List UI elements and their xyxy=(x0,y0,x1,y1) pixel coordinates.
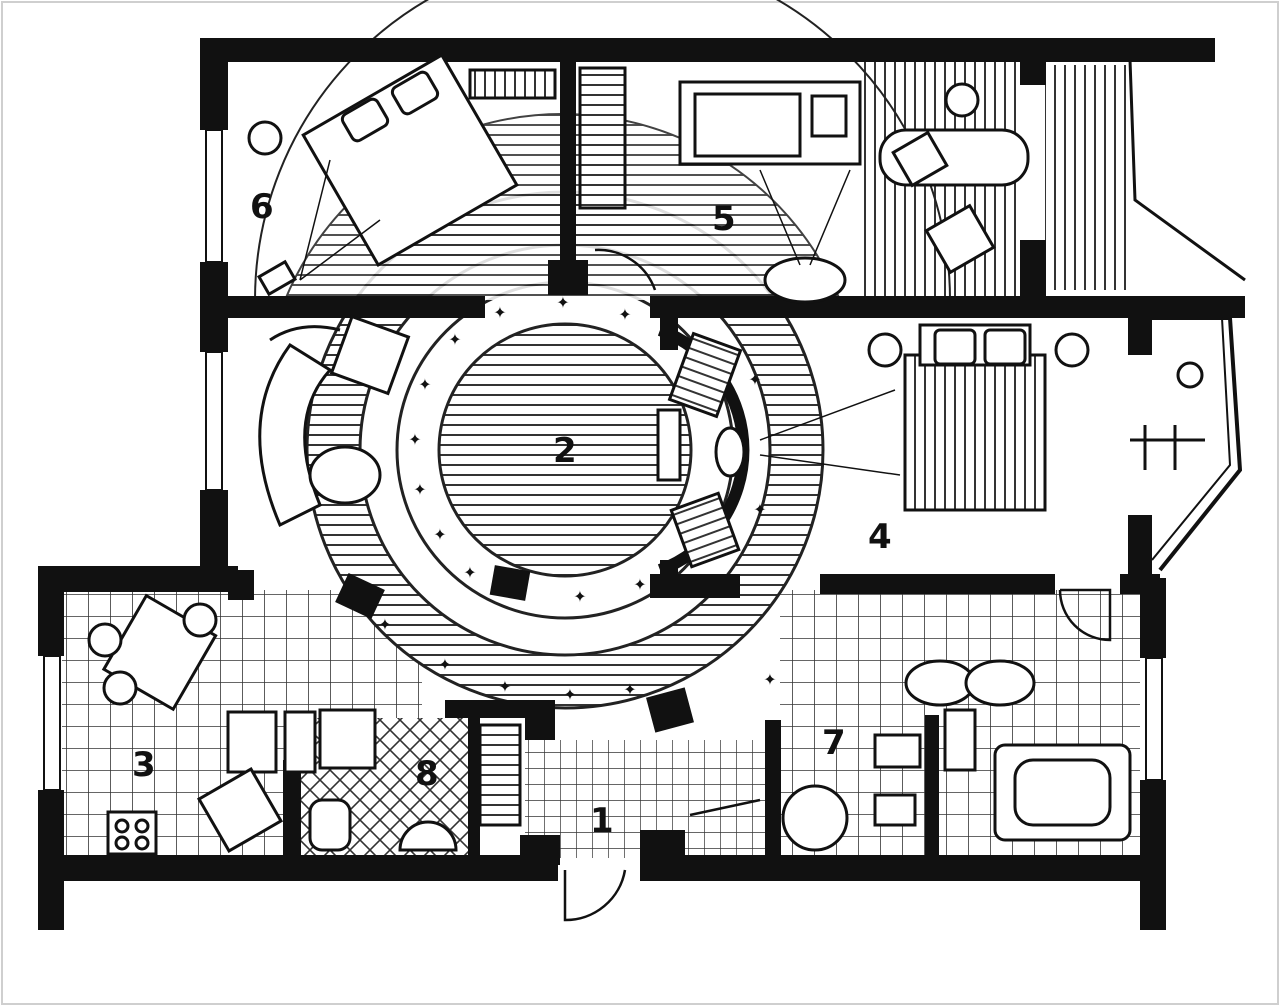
svg-text:✦: ✦ xyxy=(618,305,631,324)
balcony-floor xyxy=(1045,65,1130,290)
curved-sofa xyxy=(258,342,333,528)
svg-text:✦: ✦ xyxy=(438,655,451,674)
svg-text:✦: ✦ xyxy=(748,370,761,389)
room2-tv xyxy=(656,408,682,482)
room4-furniture xyxy=(667,323,1205,569)
bathroom-furniture xyxy=(781,659,1132,852)
windows xyxy=(43,59,1246,791)
svg-text:✦: ✦ xyxy=(448,330,461,349)
room-label-8: 8 xyxy=(415,754,439,794)
room-label-1: 1 xyxy=(590,801,614,841)
room5-shelf xyxy=(578,66,627,210)
svg-text:✦: ✦ xyxy=(563,685,576,704)
room-label-3: 3 xyxy=(132,745,156,785)
room6-furniture xyxy=(247,52,557,297)
room-label-2: 2 xyxy=(553,431,577,471)
room-label-6: 6 xyxy=(250,187,274,227)
svg-text:✦: ✦ xyxy=(623,680,636,699)
living-furniture xyxy=(258,314,411,528)
svg-text:✦: ✦ xyxy=(463,563,476,582)
svg-text:✦: ✦ xyxy=(433,525,446,544)
doors xyxy=(563,248,1112,922)
stove xyxy=(106,810,158,856)
kitchen-furniture xyxy=(87,593,377,856)
room-label-7: 7 xyxy=(822,723,846,763)
svg-text:✦: ✦ xyxy=(763,670,776,689)
svg-text:✦: ✦ xyxy=(633,575,646,594)
room-label-5: 5 xyxy=(712,199,736,239)
svg-text:✦: ✦ xyxy=(418,375,431,394)
svg-text:✦: ✦ xyxy=(493,303,506,322)
walls xyxy=(38,38,1245,930)
svg-text:✦: ✦ xyxy=(498,677,511,696)
room-label-4: 4 xyxy=(868,517,892,557)
room4-bed xyxy=(903,353,1047,512)
svg-text:✦: ✦ xyxy=(556,293,569,312)
svg-text:✦: ✦ xyxy=(378,615,391,634)
room6-wardrobe xyxy=(468,68,557,100)
svg-text:✦: ✦ xyxy=(573,587,586,606)
svg-text:✦: ✦ xyxy=(413,480,426,499)
room5-furniture xyxy=(578,66,1030,304)
wc-furniture xyxy=(308,723,522,852)
svg-text:✦: ✦ xyxy=(753,500,766,519)
svg-text:✦: ✦ xyxy=(408,430,421,449)
